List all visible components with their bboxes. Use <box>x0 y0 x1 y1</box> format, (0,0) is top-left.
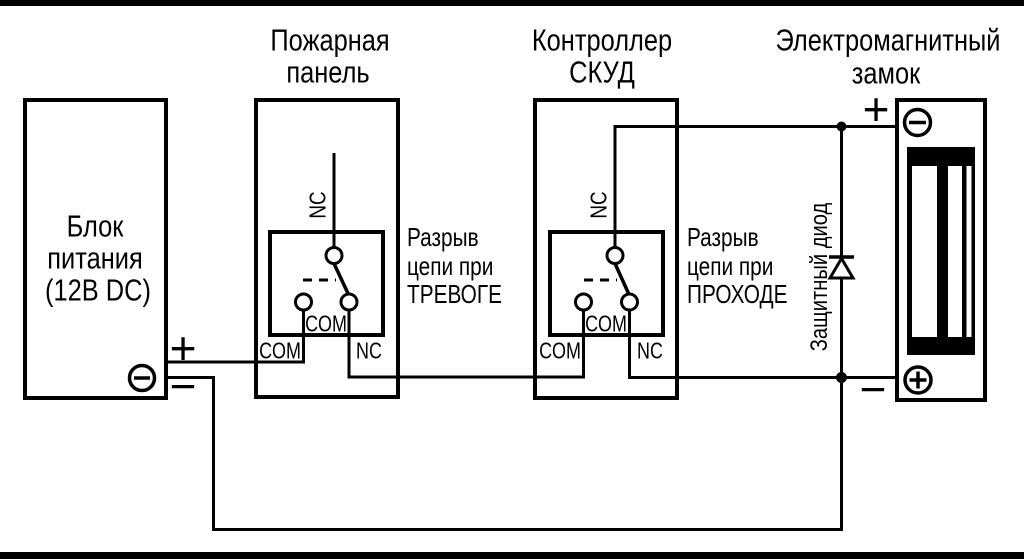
wire-ct-nc-to-lock-minus <box>628 310 897 379</box>
passage-break-note: Разрыв цепи при ПРОХОДЕ <box>687 223 787 309</box>
lock-title-line1: Электромагнитный <box>775 22 1001 58</box>
ct-com-label: COM <box>539 337 581 364</box>
passage-break-line2: цепи при <box>687 250 774 281</box>
controller-title-line1: Контроллер <box>531 22 673 58</box>
fire-panel-title-line2: панель <box>286 54 370 90</box>
alarm-break-line3: ТРЕВОГЕ <box>407 279 502 309</box>
wire-psu-plus-to-fp-com <box>168 310 305 364</box>
magnet-core-icon <box>907 147 975 355</box>
fire-panel-title-line1: Пожарная <box>270 22 390 58</box>
controller-box <box>533 98 679 400</box>
fp-contact-com <box>294 292 313 312</box>
wire-psu-minus-return <box>168 376 843 531</box>
psu-minus-sign: − <box>169 360 197 412</box>
lock-title-line2: замок <box>851 55 921 91</box>
fp-relay-box <box>268 230 385 337</box>
fp-contact-nc <box>339 292 359 312</box>
lock-top-terminal-icon <box>902 107 933 138</box>
controller-title-line2: СКУД <box>569 54 635 90</box>
alarm-break-note: Разрыв цепи при ТРЕВОГЕ <box>407 223 502 309</box>
fp-relay-arm <box>332 262 351 296</box>
diode-label: Защитный диод <box>806 202 833 352</box>
ct-contact-nc <box>620 292 639 312</box>
ct-relay-arm <box>613 262 631 296</box>
ct-contact-nc-top <box>605 246 625 265</box>
bottom-border <box>0 552 1024 559</box>
fp-contact-nc-top <box>324 246 344 265</box>
ct-contact-com <box>574 292 593 312</box>
psu-minus-terminal-icon <box>127 363 157 393</box>
lock-plus-sign: + <box>862 83 890 135</box>
passage-break-line3: ПРОХОДЕ <box>687 279 788 309</box>
fp-nc-label: NC <box>356 337 382 364</box>
fp-com-label: COM <box>259 337 301 364</box>
ct-nc-label: NC <box>637 337 663 364</box>
alarm-break-line1: Разрыв <box>407 222 479 252</box>
power-supply-box <box>23 98 168 400</box>
top-border <box>0 0 1024 6</box>
fp-nc-top-label: NC <box>304 191 331 219</box>
lock-bottom-terminal-icon <box>903 365 933 395</box>
alarm-break-line2: цепи при <box>407 250 494 281</box>
fire-panel-box <box>254 98 400 399</box>
psu-plus-sign: + <box>169 322 197 374</box>
junction-dot-top <box>836 121 847 132</box>
lock-minus-sign: − <box>859 363 887 415</box>
psu-title-line3: (12В DC) <box>45 272 151 308</box>
psu-title-line2: питания <box>47 240 143 276</box>
fp-com-inner-label: COM <box>305 310 347 337</box>
diode-icon <box>827 255 856 280</box>
ct-relay-box <box>548 230 665 337</box>
psu-title-line1: Блок <box>66 208 124 244</box>
ct-com-inner-label: COM <box>585 310 627 337</box>
lock-box <box>895 98 987 402</box>
passage-break-line1: Разрыв <box>687 222 759 252</box>
wire-ct-nc-to-lock-plus <box>613 125 897 248</box>
ct-nc-top-label: NC <box>585 191 612 219</box>
junction-dot-bottom <box>836 372 847 383</box>
wire-fp-nc-to-ct-com <box>347 310 585 379</box>
